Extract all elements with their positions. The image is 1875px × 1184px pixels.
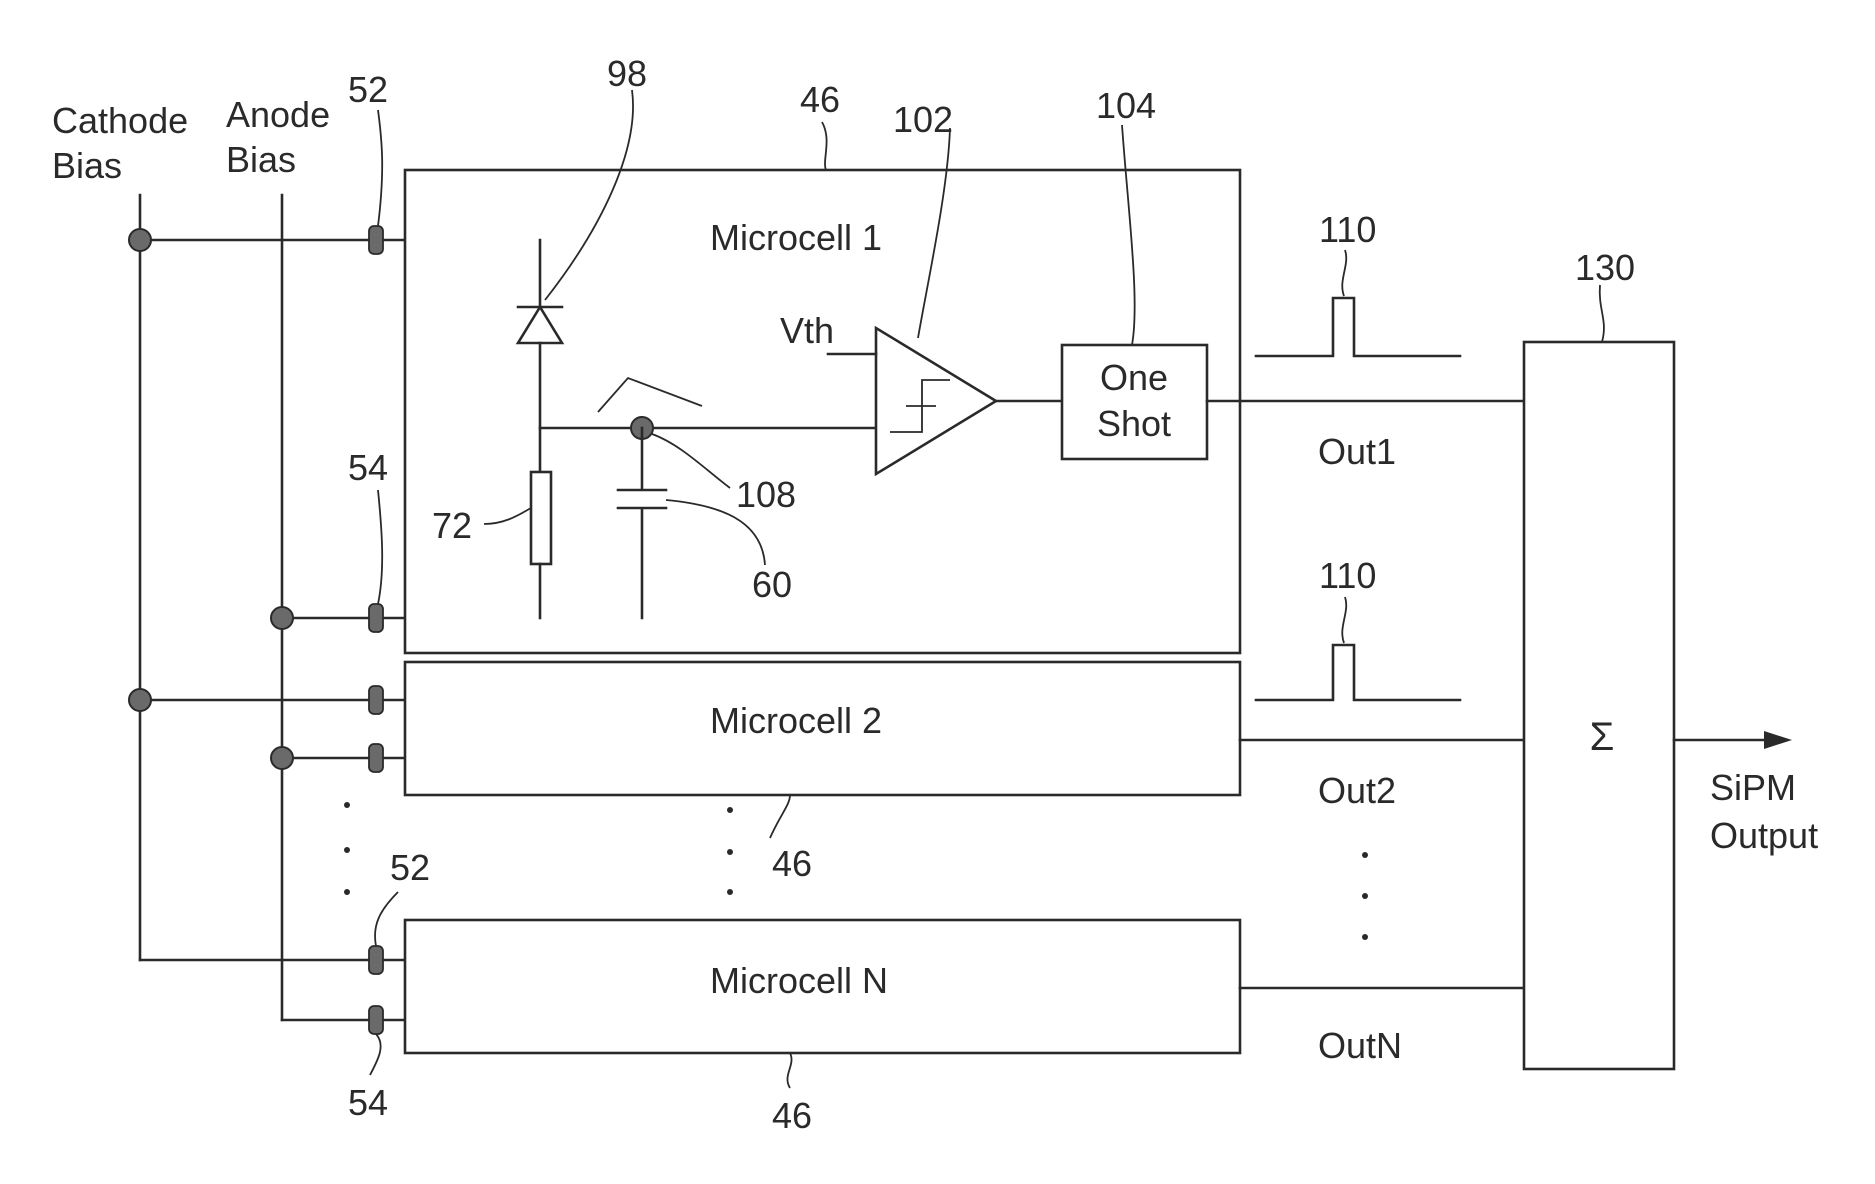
pulse-110-out2 — [1256, 645, 1460, 700]
ellipsis-dot — [1362, 934, 1368, 940]
leader-110-mid — [1342, 597, 1346, 643]
pad-52-top — [369, 226, 383, 254]
ellipsis-dot — [727, 807, 733, 813]
leader-46-top — [822, 122, 827, 170]
one-shot-label: One — [1100, 357, 1168, 398]
ref-46-mid: 46 — [772, 843, 812, 884]
anode-junction-1 — [271, 607, 293, 629]
summer-130-box — [1524, 342, 1674, 1069]
ref-72: 72 — [432, 505, 472, 546]
out1-label: Out1 — [1318, 431, 1396, 472]
anode-bias-label: Anode — [226, 94, 330, 135]
sum-symbol: Σ — [1590, 715, 1615, 759]
ref-110-top: 110 — [1319, 209, 1376, 250]
ref-52-top: 52 — [348, 69, 388, 110]
ellipsis-dot — [727, 849, 733, 855]
microcell-2-label: Microcell 2 — [710, 700, 882, 741]
vth-label: Vth — [780, 310, 834, 351]
pad-cathode-microcell-2 — [369, 686, 383, 714]
cathode-junction-2 — [129, 689, 151, 711]
ref-60: 60 — [752, 564, 792, 605]
ref-46-top: 46 — [800, 79, 840, 120]
leader-46-mid — [770, 795, 790, 838]
leader-52-top — [378, 110, 382, 226]
leader-54-top — [378, 490, 382, 604]
cathode-bias-label: Bias — [52, 145, 122, 186]
ref-98: 98 — [607, 53, 647, 94]
pad-52-bottom — [369, 946, 383, 974]
anode-bias-label: Bias — [226, 139, 296, 180]
pad-54-bottom — [369, 1006, 383, 1034]
ref-52-bottom: 52 — [390, 847, 430, 888]
ellipsis-dot — [344, 889, 350, 895]
ellipsis-dot — [1362, 852, 1368, 858]
ref-102: 102 — [893, 99, 953, 140]
leader-110-top — [1342, 250, 1346, 296]
leader-54-bottom — [370, 1034, 381, 1075]
cathode-junction-1 — [129, 229, 151, 251]
ellipsis-dot — [727, 889, 733, 895]
sipm-output-label: SiPM — [1710, 767, 1796, 808]
ref-130: 130 — [1575, 247, 1635, 288]
leader-52-bottom — [375, 892, 398, 946]
leader-130 — [1600, 285, 1604, 342]
ref-54-top: 54 — [348, 447, 388, 488]
ref-104: 104 — [1096, 85, 1156, 126]
outn-label: OutN — [1318, 1025, 1402, 1066]
out2-label: Out2 — [1318, 770, 1396, 811]
sipm-output-label: Output — [1710, 815, 1818, 856]
ref-46-bottom: 46 — [772, 1095, 812, 1136]
ellipsis-dot — [344, 847, 350, 853]
anode-junction-2 — [271, 747, 293, 769]
pad-54-top — [369, 604, 383, 632]
ellipsis-dot — [344, 802, 350, 808]
cathode-bias-label: Cathode — [52, 100, 188, 141]
microcell-1-label: Microcell 1 — [710, 217, 882, 258]
resistor-72 — [531, 472, 551, 564]
arrow-right-icon — [1764, 731, 1792, 749]
ref-108: 108 — [736, 474, 796, 515]
one-shot-label: Shot — [1097, 403, 1171, 444]
ellipsis-dot — [1362, 893, 1368, 899]
pad-anode-microcell-2 — [369, 744, 383, 772]
ref-54-bottom: 54 — [348, 1082, 388, 1123]
microcell-n-label: Microcell N — [710, 960, 888, 1001]
pulse-110-out1 — [1256, 298, 1460, 356]
leader-46-bottom — [787, 1053, 791, 1088]
ref-110-mid: 110 — [1319, 555, 1376, 596]
